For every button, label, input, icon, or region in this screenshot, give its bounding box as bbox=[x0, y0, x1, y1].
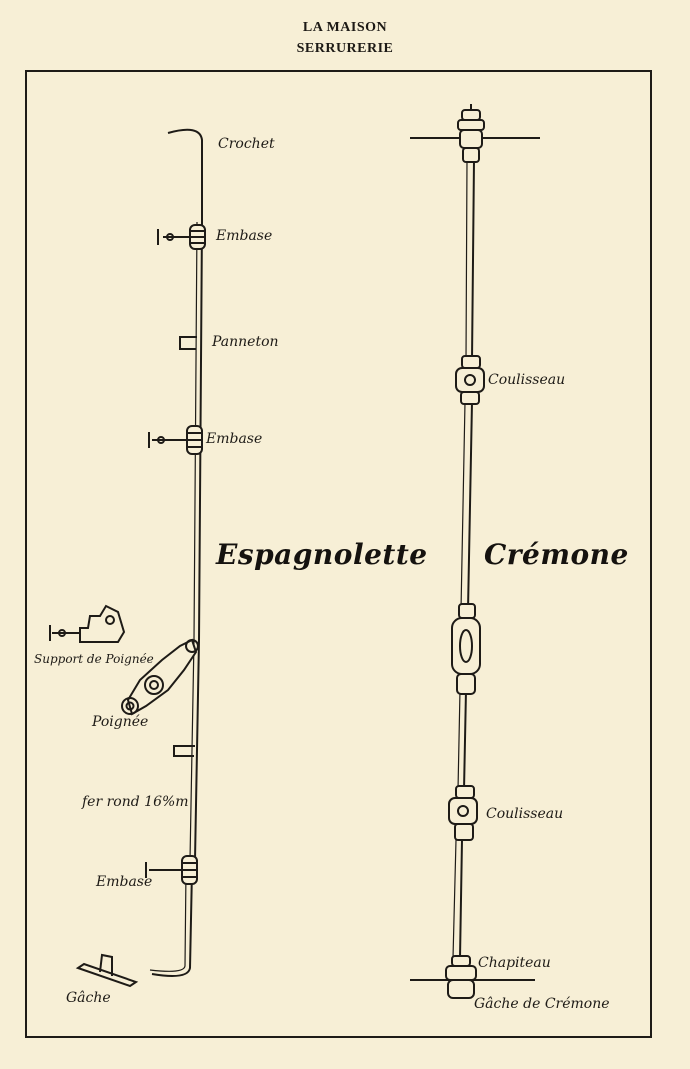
label-crochet: Crochet bbox=[218, 136, 275, 152]
espagnolette-rod bbox=[194, 221, 203, 861]
label-gache: Gâche bbox=[66, 990, 111, 1006]
cremone-handle-part bbox=[451, 603, 481, 695]
embase-bottom-part bbox=[145, 855, 198, 885]
chapiteau-part bbox=[445, 955, 477, 999]
label-embase-mid: Embase bbox=[206, 431, 263, 447]
label-coulisseau-bottom: Coulisseau bbox=[486, 806, 564, 822]
label-fer-rond: fer rond 16%m bbox=[82, 794, 189, 810]
cremone-finial bbox=[457, 104, 485, 163]
label-panneton: Panneton bbox=[212, 334, 279, 350]
coulisseau-bottom-part bbox=[448, 785, 478, 841]
label-chapiteau: Chapiteau bbox=[478, 955, 551, 971]
diagram-frame bbox=[25, 70, 652, 1038]
header-subtitle: SERRURERIE bbox=[296, 41, 394, 56]
espagnolette-crochet bbox=[167, 128, 203, 222]
label-support-poignee: Support de Poignée bbox=[34, 652, 154, 666]
embase-top-part bbox=[157, 224, 206, 250]
embase-mid-part bbox=[148, 425, 203, 455]
espagnolette-title: Espagnolette bbox=[216, 538, 428, 571]
label-coulisseau-top: Coulisseau bbox=[488, 372, 566, 388]
label-gache-cremone: Gâche de Crémone bbox=[474, 996, 610, 1012]
cremone-rod bbox=[459, 159, 475, 959]
cremone-title: Crémone bbox=[484, 538, 629, 571]
panneton-part bbox=[179, 336, 197, 350]
label-embase-top: Embase bbox=[216, 228, 273, 244]
coulisseau-top-part bbox=[455, 355, 485, 405]
header-title: LA MAISON bbox=[302, 20, 388, 35]
label-embase-bottom: Embase bbox=[96, 874, 153, 890]
support-poignee-part bbox=[49, 604, 126, 643]
espagnolette-bottom-hook bbox=[151, 869, 193, 977]
gache-part bbox=[75, 953, 139, 988]
label-poignee: Poignée bbox=[92, 714, 149, 730]
poignee-part bbox=[121, 638, 199, 716]
